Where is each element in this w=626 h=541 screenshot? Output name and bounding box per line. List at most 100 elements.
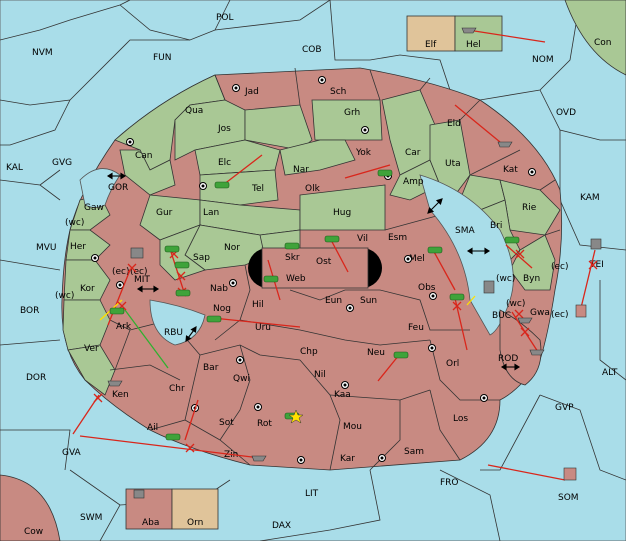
label-cob: COB bbox=[302, 45, 322, 55]
svg-text:Uru: Uru bbox=[255, 323, 271, 333]
svg-text:(wc): (wc) bbox=[55, 291, 74, 301]
svg-text:Nor: Nor bbox=[224, 243, 240, 253]
svg-text:Chr: Chr bbox=[169, 384, 185, 394]
svg-text:Sot: Sot bbox=[219, 418, 234, 428]
label-dax: DAX bbox=[272, 521, 291, 531]
svg-text:Amp: Amp bbox=[403, 177, 424, 187]
svg-text:Orn: Orn bbox=[187, 518, 203, 528]
province-aba[interactable] bbox=[125, 488, 173, 530]
label-som: SOM bbox=[558, 493, 579, 503]
svg-text:Rot: Rot bbox=[257, 419, 272, 429]
svg-text:(ec): (ec) bbox=[551, 310, 569, 320]
label-dor: DOR bbox=[26, 373, 46, 383]
svg-text:Gaw: Gaw bbox=[84, 203, 104, 213]
svg-text:Skr: Skr bbox=[285, 253, 300, 263]
svg-text:Bri: Bri bbox=[490, 221, 502, 231]
svg-text:Aba: Aba bbox=[142, 518, 159, 528]
svg-text:Rie: Rie bbox=[522, 203, 537, 213]
label-rod: ROD bbox=[498, 354, 518, 364]
svg-text:Sun: Sun bbox=[360, 296, 377, 306]
svg-text:Jos: Jos bbox=[217, 124, 231, 134]
svg-text:Mel: Mel bbox=[409, 254, 425, 264]
svg-text:Nil: Nil bbox=[314, 370, 326, 380]
sea-gor[interactable] bbox=[79, 168, 121, 208]
province-orn[interactable] bbox=[171, 488, 219, 530]
land-labels: Elf Hel Jad Sch Qua Jos Grh Eld Can Elc … bbox=[70, 40, 550, 528]
label-con: Con bbox=[594, 38, 612, 48]
svg-text:Can: Can bbox=[135, 151, 153, 161]
svg-text:Mou: Mou bbox=[343, 422, 362, 432]
label-buc: BUC bbox=[492, 311, 511, 321]
svg-text:Qua: Qua bbox=[185, 106, 203, 116]
svg-text:Grh: Grh bbox=[344, 108, 360, 118]
label-alt: ALT bbox=[602, 368, 618, 378]
units[interactable] bbox=[107, 27, 602, 499]
svg-text:Byn: Byn bbox=[523, 274, 540, 284]
svg-text:Orl: Orl bbox=[446, 359, 459, 369]
label-gor: GOR bbox=[108, 183, 128, 193]
svg-text:Sam: Sam bbox=[404, 447, 424, 457]
label-nvm: NVM bbox=[32, 48, 53, 58]
svg-text:Ost: Ost bbox=[316, 257, 332, 267]
passage-arrows bbox=[106, 172, 521, 371]
svg-text:Gur: Gur bbox=[156, 208, 173, 218]
label-ovd: OVD bbox=[556, 108, 576, 118]
label-kam: KAM bbox=[580, 193, 600, 203]
label-fun: FUN bbox=[153, 53, 172, 63]
province-elf[interactable] bbox=[406, 15, 456, 52]
svg-text:(wc): (wc) bbox=[506, 299, 525, 309]
svg-text:Qwi: Qwi bbox=[233, 374, 250, 384]
svg-text:Web: Web bbox=[286, 274, 306, 284]
label-lit: LIT bbox=[305, 489, 319, 499]
svg-text:Nog: Nog bbox=[213, 304, 231, 314]
svg-text:Hel: Hel bbox=[466, 40, 481, 50]
svg-text:(ec): (ec) bbox=[551, 262, 569, 272]
label-swm: SWM bbox=[80, 513, 102, 523]
svg-text:Bar: Bar bbox=[203, 363, 219, 373]
green-regions bbox=[62, 74, 561, 396]
svg-text:Hil: Hil bbox=[252, 300, 264, 310]
svg-text:Ail: Ail bbox=[147, 423, 158, 433]
svg-text:Esm: Esm bbox=[388, 233, 407, 243]
svg-text:Ver: Ver bbox=[84, 344, 99, 354]
svg-text:Her: Her bbox=[70, 242, 86, 252]
sea-sma[interactable] bbox=[419, 174, 514, 336]
label-sma: SMA bbox=[455, 226, 475, 236]
svg-text:Vil: Vil bbox=[357, 234, 368, 244]
svg-text:Nab: Nab bbox=[210, 284, 228, 294]
svg-text:Gwa: Gwa bbox=[530, 308, 550, 318]
svg-text:Chp: Chp bbox=[300, 347, 318, 357]
label-rbu: RBU bbox=[164, 328, 183, 338]
svg-text:Tel: Tel bbox=[251, 184, 264, 194]
svg-text:Kar: Kar bbox=[340, 454, 355, 464]
svg-text:Elc: Elc bbox=[218, 158, 231, 168]
svg-text:Lan: Lan bbox=[203, 208, 219, 218]
svg-text:(wc): (wc) bbox=[496, 274, 515, 284]
svg-text:(ec): (ec) bbox=[130, 267, 148, 277]
svg-text:Kor: Kor bbox=[80, 284, 95, 294]
svg-text:Neu: Neu bbox=[367, 348, 385, 358]
svg-text:Obs: Obs bbox=[418, 283, 436, 293]
svg-text:Nar: Nar bbox=[293, 165, 309, 175]
svg-text:Hug: Hug bbox=[333, 208, 351, 218]
svg-text:(wc): (wc) bbox=[65, 218, 84, 228]
internal-borders bbox=[109, 67, 561, 471]
label-gvp: GVP bbox=[555, 403, 574, 413]
svg-text:Eld: Eld bbox=[447, 119, 461, 129]
svg-text:Uta: Uta bbox=[445, 159, 461, 169]
label-cow: Cow bbox=[24, 527, 43, 537]
svg-text:Feu: Feu bbox=[408, 323, 424, 333]
coast-tags: (ec) (wc) (wc) (wc) (ec) (ec) (wc) (ec) bbox=[55, 218, 569, 320]
svg-text:Sch: Sch bbox=[330, 87, 346, 97]
svg-text:Sap: Sap bbox=[193, 253, 210, 263]
svg-text:Olk: Olk bbox=[305, 184, 321, 194]
label-kal: KAL bbox=[6, 163, 23, 173]
svg-text:Elf: Elf bbox=[425, 40, 437, 50]
label-pol: POL bbox=[216, 13, 234, 23]
label-fro: FRO bbox=[440, 478, 459, 488]
label-gvg: GVG bbox=[52, 158, 72, 168]
label-nom: NOM bbox=[532, 55, 554, 65]
